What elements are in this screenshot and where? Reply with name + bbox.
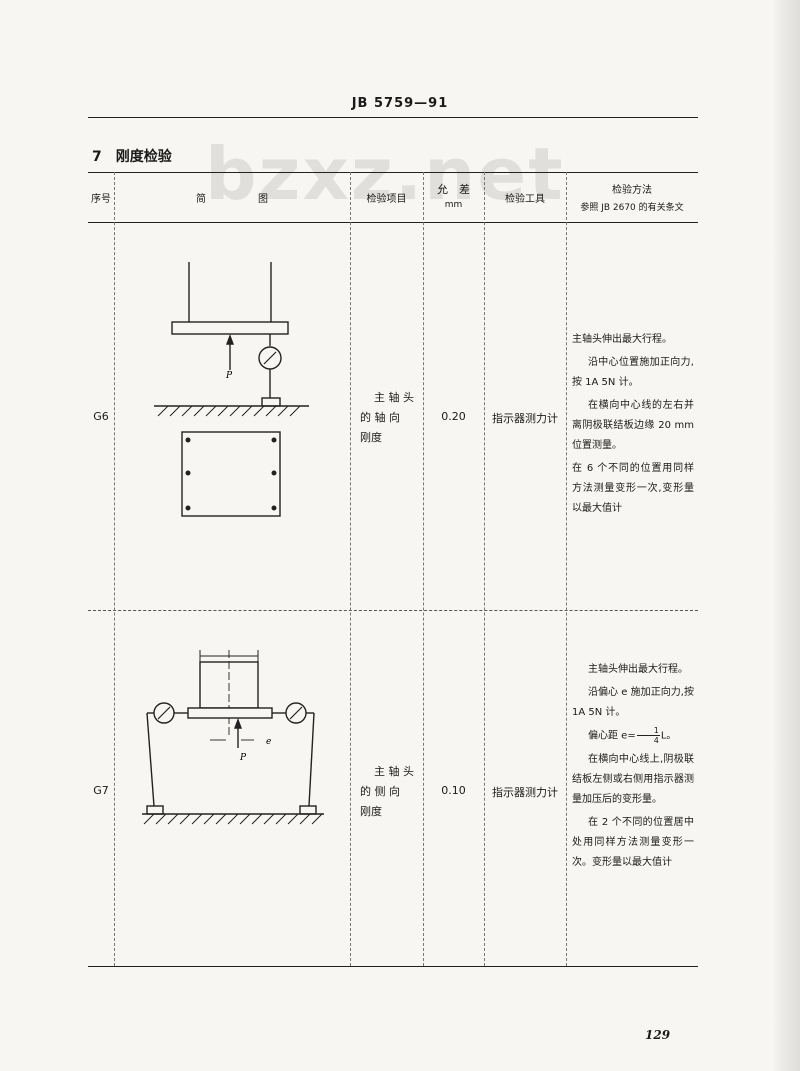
ground-hatch	[143, 813, 323, 825]
diagram-axial-stiffness: P	[154, 262, 309, 517]
col-divider	[350, 172, 351, 966]
scan-edge-shadow	[772, 0, 800, 1071]
table-bottom-rule	[88, 966, 698, 967]
watermark: bzxz.net	[205, 132, 565, 216]
ground-hatch	[157, 405, 301, 417]
diagram-lateral-stiffness: P e	[142, 650, 324, 825]
cathode-plate	[187, 707, 273, 719]
col-divider	[566, 172, 567, 966]
dial-needle	[157, 706, 171, 720]
measure-points	[185, 437, 277, 511]
header-item: 检验项目	[366, 194, 407, 205]
arrow-head	[233, 718, 243, 729]
tolerance-value: 0.20	[441, 410, 466, 423]
stand-base-left	[146, 805, 164, 815]
header-tolerance-unit: mm	[444, 200, 463, 210]
header-diagram-1: 简	[196, 194, 206, 205]
header-tool: 检验工具	[505, 194, 545, 205]
tolerance-value: 0.10	[441, 784, 466, 797]
eccentricity-label: e	[266, 737, 271, 747]
force-label: P	[225, 371, 233, 381]
row-id: G6	[93, 410, 109, 423]
col-divider	[114, 172, 115, 966]
table-header-rule	[88, 222, 698, 223]
method-text: 主轴头伸出最大行程。 沿中心位置施加正向力,按 1A 5N 计。 在横向中心线的…	[572, 334, 694, 514]
dial-needle	[263, 351, 277, 365]
section-title: 7 刚度检验	[92, 149, 172, 165]
header-tolerance: 允 差	[437, 183, 470, 196]
row-id: G7	[93, 784, 109, 797]
plate-plan-view	[181, 431, 281, 517]
col-divider	[484, 172, 485, 966]
arrow-head	[225, 334, 235, 345]
indicator-stand-right	[308, 712, 315, 807]
table-top-rule	[88, 172, 698, 173]
check-item: 主 轴 头 的 轴 向 刚度	[360, 391, 414, 444]
row-divider	[88, 610, 698, 611]
col-divider	[423, 172, 424, 966]
method-text: 主轴头伸出最大行程。 沿偏心 e 施加正向力,按 1A 5N 计。 偏心距 e=…	[572, 664, 694, 868]
document-code: JB 5759—91	[351, 96, 449, 111]
page-number: 129	[645, 1028, 671, 1042]
header-diagram-2: 图	[258, 194, 268, 205]
tool-name: 指示器测力计	[492, 412, 558, 425]
indicator-stand-left	[146, 712, 155, 807]
check-item: 主 轴 头 的 侧 向 刚度	[360, 765, 414, 818]
indicator-base	[261, 397, 281, 407]
stand-base-right	[299, 805, 317, 815]
force-label: P	[239, 753, 247, 763]
cathode-plate	[171, 321, 289, 335]
header-method-ref: 参照 JB 2670 的有关条文	[580, 203, 684, 213]
header-rule	[88, 117, 698, 118]
tool-name: 指示器测力计	[492, 786, 558, 799]
dial-needle	[289, 706, 303, 720]
header-seq: 序号	[91, 194, 111, 205]
header-method: 检验方法	[612, 185, 652, 196]
